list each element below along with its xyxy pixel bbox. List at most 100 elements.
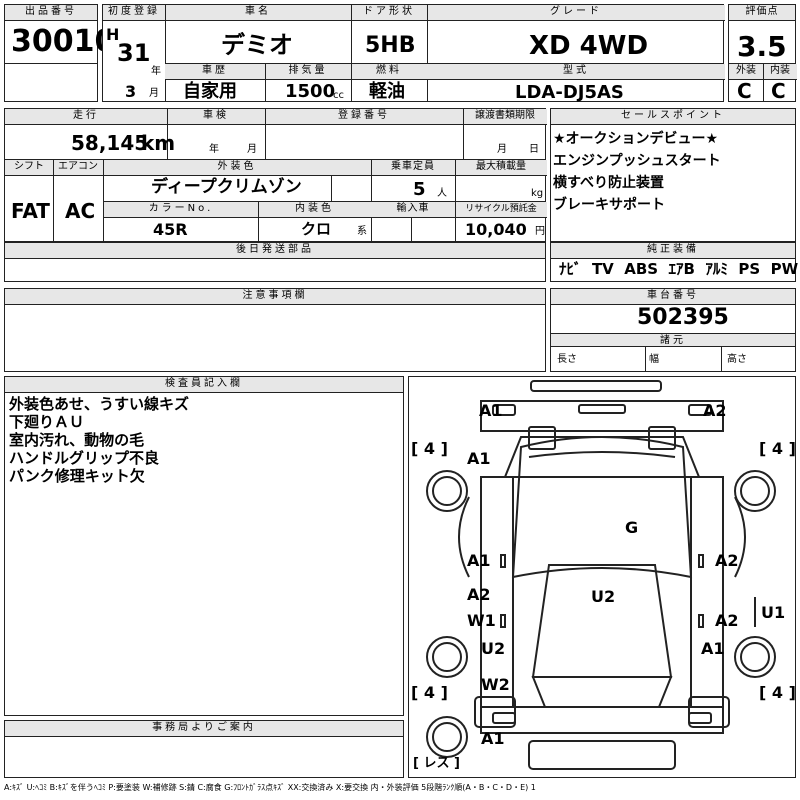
grade-value: XD 4WD bbox=[529, 31, 649, 61]
office-label: 事務局よりご案内 bbox=[5, 721, 403, 737]
regno-label: 登録番号 bbox=[265, 109, 463, 125]
type-label: 型式 bbox=[427, 64, 725, 80]
month-value: 3 bbox=[125, 82, 137, 101]
length-label: 長さ bbox=[557, 354, 577, 365]
mileage-value: 58,145 bbox=[71, 131, 149, 155]
damage-mark: G bbox=[625, 518, 639, 537]
color-value: ディープクリムゾン bbox=[151, 177, 302, 197]
sales-line: 横すべり防止装置 bbox=[553, 175, 665, 191]
capacity-unit: 人 bbox=[437, 188, 447, 199]
inspection-month: 月 bbox=[247, 144, 257, 155]
sales-point-label: セールスポイント bbox=[551, 109, 795, 125]
recycle-value: 10,040 bbox=[465, 220, 527, 239]
history-label: 車歴 bbox=[165, 64, 265, 80]
era-letter: H bbox=[106, 25, 120, 44]
spare-tire: [ レス ] bbox=[413, 756, 460, 771]
lot-number-box: 出品番号 30010 bbox=[4, 4, 115, 102]
office-box: 事務局よりご案内 bbox=[4, 720, 404, 778]
width-label: 幅 bbox=[649, 354, 659, 365]
lot-number-value: 30010 bbox=[11, 24, 116, 59]
load-unit: kg bbox=[531, 188, 544, 199]
inspector-box: 検査員記入欄 外装色あせ、うすい線キズ 下廻りＡＵ 室内汚れ、動物の毛 ハンドル… bbox=[4, 376, 404, 716]
door-value: 5HB bbox=[365, 33, 416, 58]
history-value: 自家用 bbox=[183, 81, 237, 102]
fuel-value: 軽油 bbox=[369, 81, 405, 102]
transfer-month: 月 bbox=[497, 144, 507, 155]
later-parts-box: 後日発送部品 bbox=[4, 242, 546, 282]
ac-value: AC bbox=[65, 199, 96, 223]
transfer-day: 日 bbox=[529, 144, 539, 155]
sales-line: エンジンプッシュスタート bbox=[553, 153, 721, 169]
recycle-label: リサイクル預託金 bbox=[455, 202, 547, 218]
equipment-box: 純正装備 ﾅﾋﾞ TV ABS ｴｱB ｱﾙﾐ PS PW bbox=[550, 242, 799, 282]
int-value: C bbox=[771, 79, 786, 103]
tire-depth-rl: [ 4 ] bbox=[411, 683, 448, 702]
displacement-label: 排気量 bbox=[265, 64, 351, 80]
notes-box: 注意事項欄 bbox=[4, 288, 546, 372]
capacity-label: 乗車定員 bbox=[371, 160, 455, 176]
intcolor-value: クロ bbox=[301, 220, 332, 238]
ext-value: C bbox=[737, 79, 752, 103]
damage-mark: A1 bbox=[467, 449, 491, 468]
vehicle-header-box: 初度登録 車名 ドア形状 グレード H 31 年 デミオ 5HB XD 4WD … bbox=[102, 4, 725, 103]
mileage-unit: km bbox=[141, 131, 176, 155]
inspector-label: 検査員記入欄 bbox=[5, 377, 403, 393]
damage-mark: A1 bbox=[467, 551, 491, 570]
model-label: 車名 bbox=[165, 5, 351, 21]
score-value: 3.5 bbox=[737, 30, 787, 63]
transfer-label: 譲渡書類期限 bbox=[463, 109, 547, 125]
shift-value: FAT bbox=[11, 199, 50, 223]
sales-point-box: セールスポイント ★オークションデビュー★ エンジンプッシュスタート 横すべり防… bbox=[550, 108, 796, 242]
damage-mark: A1 bbox=[701, 639, 725, 658]
damage-mark: U1 bbox=[761, 603, 786, 622]
ac-label: エアコン bbox=[53, 160, 103, 176]
recycle-unit: 円 bbox=[535, 226, 545, 237]
intcolor-label: 内装色 bbox=[258, 202, 371, 218]
era-year: 31 bbox=[117, 39, 151, 67]
inspector-line: 外装色あせ、うすい線キズ bbox=[9, 395, 190, 413]
door-label: ドア形状 bbox=[351, 5, 427, 21]
damage-mark: A1 bbox=[481, 729, 505, 748]
color-label: 外装色 bbox=[103, 160, 371, 176]
grade-label: グレード bbox=[427, 5, 725, 21]
damage-mark: A2 bbox=[715, 551, 739, 570]
dims-label: 諸元 bbox=[551, 333, 795, 347]
damage-mark: U2 bbox=[481, 639, 506, 658]
chassis-value: 502395 bbox=[637, 305, 729, 330]
equipment-value: ﾅﾋﾞ TV ABS ｴｱB ｱﾙﾐ PS PW bbox=[559, 260, 799, 278]
displacement-unit: cc bbox=[333, 90, 344, 101]
colorno-label: カラーNo. bbox=[104, 202, 258, 218]
year-suffix: 年 bbox=[151, 66, 161, 77]
inspection-label: 車検 bbox=[167, 109, 265, 125]
damage-mark: A2 bbox=[703, 401, 727, 420]
sales-line: ★オークションデビュー★ bbox=[553, 131, 719, 147]
mileage-label: 走行 bbox=[5, 109, 167, 125]
int-label: 内装 bbox=[763, 64, 797, 80]
damage-mark: U2 bbox=[591, 587, 616, 606]
notes-label: 注意事項欄 bbox=[5, 289, 545, 305]
car-outline-diagram bbox=[426, 380, 776, 770]
lot-number-label: 出品番号 bbox=[5, 5, 97, 21]
tire-depth-fl: [ 4 ] bbox=[411, 439, 448, 458]
first-reg-label: 初度登録 bbox=[103, 5, 165, 21]
chassis-box: 車台番号 502395 諸元 長さ 幅 高さ bbox=[550, 288, 796, 372]
damage-diagram: A1 A2 A1 G A1 A2 A2 W1 A2 U2 U1 U2 A1 W2… bbox=[408, 376, 796, 778]
damage-mark: A2 bbox=[467, 585, 491, 604]
damage-mark: A2 bbox=[715, 611, 739, 630]
sales-line: ブレーキサポート bbox=[553, 197, 665, 213]
legend-text: A:ｷｽﾞ U:ﾍｺﾐ B:ｷｽﾞを伴うﾍｺﾐ P:要塗装 W:補修跡 S:錆 … bbox=[4, 783, 536, 792]
intcolor-unit: 系 bbox=[357, 226, 367, 237]
month-suffix: 月 bbox=[149, 88, 159, 99]
inspector-line: 室内汚れ、動物の毛 bbox=[9, 431, 145, 449]
load-label: 最大積載量 bbox=[455, 160, 547, 176]
fuel-label: 燃料 bbox=[351, 64, 427, 80]
later-parts-label: 後日発送部品 bbox=[5, 243, 545, 259]
ext-label: 外装 bbox=[729, 64, 763, 80]
inspection-year: 年 bbox=[209, 144, 219, 155]
damage-mark: A1 bbox=[479, 401, 503, 420]
tire-depth-rr: [ 4 ] bbox=[759, 683, 796, 702]
shift-label: シフト bbox=[5, 160, 53, 176]
capacity-value: 5 bbox=[413, 179, 426, 200]
damage-mark: W1 bbox=[467, 611, 496, 630]
type-value: LDA-DJ5AS bbox=[515, 82, 624, 103]
